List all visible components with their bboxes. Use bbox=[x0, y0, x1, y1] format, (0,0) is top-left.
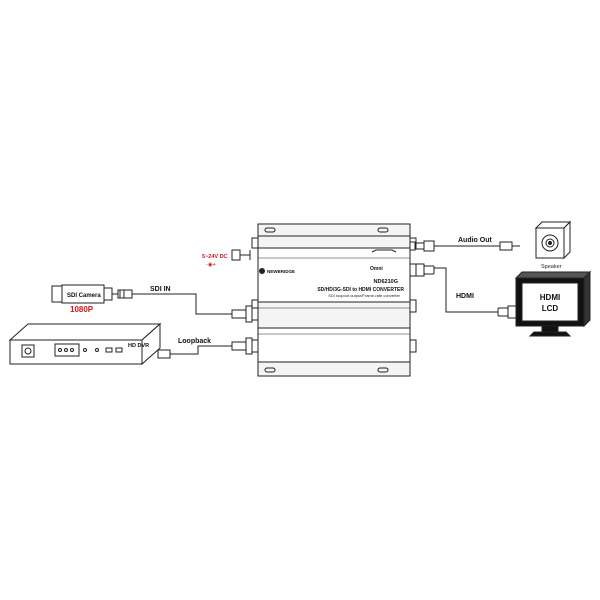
hdmi-cable bbox=[434, 267, 512, 313]
power-jack-icon bbox=[231, 249, 251, 261]
loopback-cable bbox=[157, 337, 259, 359]
speaker-label: Speaker bbox=[541, 264, 562, 270]
converter-brand: NEWBRIDGE bbox=[267, 269, 295, 274]
hdmi-label: HDMI bbox=[456, 293, 474, 300]
converter-logo: NEWBRIDGE bbox=[259, 268, 295, 274]
dvr-label: HD DVR bbox=[128, 343, 149, 349]
converter-subtitle: SDI loopout output/Frame-rate converter bbox=[328, 293, 400, 298]
audio-out-label: Audio Out bbox=[458, 237, 492, 244]
converter-model: ND6210G bbox=[374, 279, 398, 285]
bnc-connector-icon bbox=[245, 305, 259, 323]
converter-description: SD/HD/3G-SDI to HDMI CONVERTER bbox=[317, 287, 404, 293]
camera-label: SDI Camera bbox=[67, 293, 101, 299]
power-label: 5~24V DC bbox=[202, 254, 228, 260]
hdmi-plug-icon bbox=[415, 263, 517, 319]
audio-plug-icon bbox=[415, 240, 520, 252]
camera-icon bbox=[51, 284, 118, 304]
sdi-in-cable bbox=[117, 289, 247, 319]
converter-mark: Omni bbox=[370, 266, 383, 272]
sdi-in-label: SDI IN bbox=[150, 286, 171, 293]
monitor-label-line2: LCD bbox=[542, 304, 559, 313]
converter-unit bbox=[251, 223, 417, 377]
monitor-icon bbox=[514, 270, 592, 337]
camera-resolution: 1080P bbox=[70, 305, 94, 314]
monitor-label-line1: HDMI bbox=[540, 293, 560, 302]
dvr-icon bbox=[8, 322, 162, 366]
power-polarity: -◉+ bbox=[206, 262, 216, 268]
speaker-icon bbox=[534, 220, 572, 260]
loopback-label: Loopback bbox=[178, 338, 211, 345]
